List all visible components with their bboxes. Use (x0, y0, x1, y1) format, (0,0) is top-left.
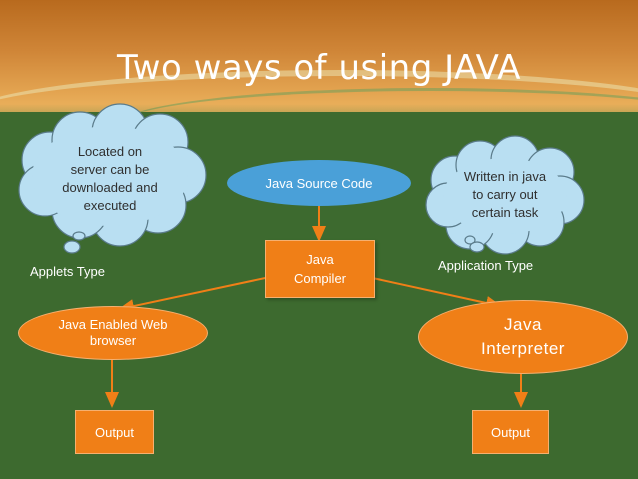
node-java-interpreter: Java Interpreter (418, 300, 628, 374)
callout-right-text: Written in java to carry out certain tas… (463, 169, 547, 220)
slide-title: Two ways of using JAVA (117, 48, 521, 88)
node-output-left: Output (75, 410, 154, 454)
label-applets-type: Applets Type (30, 264, 105, 279)
cloud-callout-left (18, 103, 207, 254)
arrow-compiler-to-browser (118, 276, 271, 313)
arrow-compiler-to-interpreter (367, 276, 502, 310)
node-output-right: Output (472, 410, 549, 454)
node-java-compiler: Java Compiler (265, 240, 375, 298)
cloud-callout-right (425, 135, 585, 255)
callout-left-text: Located on server can be downloaded and … (62, 144, 158, 213)
decorative-swirl (0, 70, 638, 166)
node-java-enabled-web-browser: Java Enabled Web browser (18, 306, 208, 360)
decorative-swirl-2 (120, 88, 638, 161)
node-java-source-code: Java Source Code (227, 160, 411, 206)
label-application-type: Application Type (438, 258, 534, 273)
